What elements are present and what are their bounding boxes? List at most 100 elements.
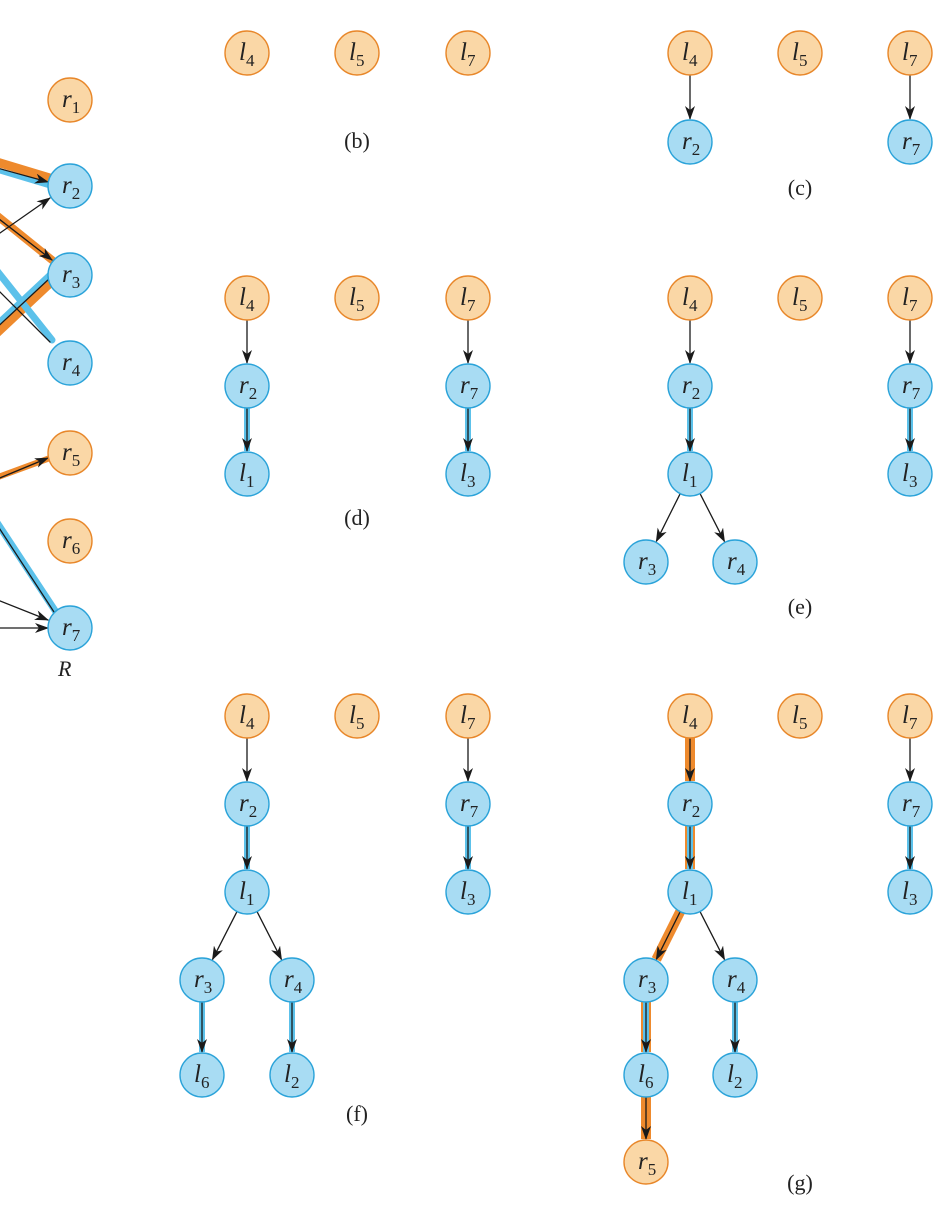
node-r3: r3 [47,252,93,298]
node-circle [623,1052,669,1098]
node-label: r1 [62,86,80,117]
node-label-sub: 4 [246,51,255,70]
node-label: r2 [682,128,700,159]
node-circle [334,275,380,321]
node-label: l1 [239,460,254,491]
node-l2: l2 [712,1052,758,1098]
node-label-base: l [902,460,909,487]
node-circle [224,869,270,915]
node-circle [179,1052,225,1098]
node-circle [47,340,93,386]
node-label-sub: 1 [246,472,255,491]
node-label-base: r [727,966,737,993]
node-label: l3 [460,878,475,909]
node-circle [667,119,713,165]
node-label-base: l [239,39,246,66]
arrow-line [655,493,681,543]
node-r1: r1 [47,77,93,123]
node-label: l7 [902,702,918,733]
node-circle [269,1052,315,1098]
node-circle [47,252,93,298]
node-circle [777,275,823,321]
node-r7: r7 [887,781,933,827]
node-label: l4 [682,702,698,733]
node-circle [712,539,758,585]
node-label-sub: 7 [470,384,479,403]
node-label-base: r [62,172,72,199]
node-label-base: l [460,702,467,729]
node-label-sub: 7 [912,140,921,159]
node-l4: l4 [224,275,270,321]
node-l3: l3 [445,869,491,915]
node-circle [667,363,713,409]
node-circle [47,163,93,209]
node-label-base: l [682,284,689,311]
node-label-sub: 1 [72,98,81,117]
panel-caption: (e) [788,594,812,619]
node-circle [269,957,315,1003]
node-l3: l3 [887,869,933,915]
node-label-base: r [460,372,470,399]
node-label-sub: 6 [201,1073,210,1092]
node-circle [887,869,933,915]
node-label-base: l [727,1061,734,1088]
node-label-base: l [194,1061,201,1088]
node-circle [445,363,491,409]
node-circle [445,693,491,739]
panel-caption: (d) [344,505,370,530]
node-label-sub: 7 [470,802,479,821]
node-l1: l1 [224,869,270,915]
node-r2: r2 [667,119,713,165]
node-r2: r2 [667,363,713,409]
node-label-sub: 2 [291,1073,300,1092]
panel-caption: (c) [788,175,812,200]
node-label-sub: 7 [912,802,921,821]
node-label: l5 [792,702,807,733]
node-label: l4 [239,39,255,70]
node-l4: l4 [667,275,713,321]
node-l6: l6 [623,1052,669,1098]
node-l4: l4 [667,693,713,739]
node-label-sub: 7 [467,714,476,733]
node-label: r2 [62,172,80,203]
node-r7: r7 [887,363,933,409]
node-circle [445,30,491,76]
edge-g_l1-g_r3 [651,909,685,962]
node-r2: r2 [47,163,93,209]
node-r5: r5 [47,430,93,476]
node-circle [445,275,491,321]
node-label: l7 [460,284,476,315]
node-circle [224,781,270,827]
node-label-sub: 3 [72,273,81,292]
node-label-sub: 3 [467,890,476,909]
node-label-base: l [638,1061,645,1088]
node-circle [334,693,380,739]
node-l3: l3 [445,451,491,497]
node-l1: l1 [667,869,713,915]
arrow-line [256,911,283,961]
node-label-base: l [682,702,689,729]
node-label-sub: 1 [246,890,255,909]
node-circle [712,957,758,1003]
node-circle [887,693,933,739]
node-label: l4 [239,284,255,315]
node-label-sub: 2 [734,1073,743,1092]
node-label-sub: 5 [799,296,808,315]
node-label-sub: 6 [72,539,81,558]
node-label-sub: 3 [648,978,657,997]
node-label-base: r [902,128,912,155]
node-circle [623,957,669,1003]
node-label: r5 [638,1148,656,1179]
node-label: l2 [727,1061,742,1092]
node-label-base: l [460,284,467,311]
node-l7: l7 [887,275,933,321]
node-circle [887,30,933,76]
node-circle [777,693,823,739]
node-r4: r4 [712,539,758,585]
node-label-base: l [792,39,799,66]
